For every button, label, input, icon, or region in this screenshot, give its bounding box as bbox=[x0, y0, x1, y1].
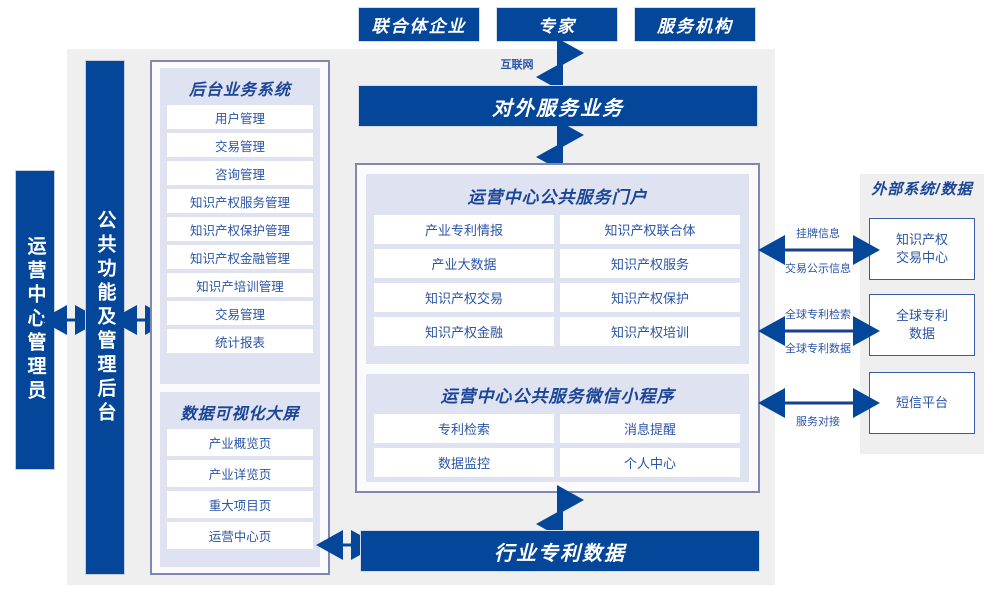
backoffice-item-5[interactable]: 知识产权金融管理 bbox=[167, 245, 313, 269]
service-to-portal-arrow-icon bbox=[536, 120, 584, 172]
backoffice-item-7[interactable]: 交易管理 bbox=[167, 301, 313, 325]
external-connector-2-arrow-icon bbox=[758, 388, 880, 418]
internet-label: 互联网 bbox=[500, 59, 534, 71]
miniprogram-item-3[interactable]: 个人中心 bbox=[560, 448, 740, 477]
dataviz-item-2[interactable]: 重大项目页 bbox=[167, 491, 313, 518]
portal-item-7[interactable]: 知识产权培训 bbox=[560, 317, 740, 346]
miniprogram-group: 运营中心公共服务微信小程序 专利检索 消息提醒 数据监控 个人中心 bbox=[366, 374, 749, 482]
portal-item-5[interactable]: 知识产权保护 bbox=[560, 283, 740, 312]
dataviz-item-0[interactable]: 产业概览页 bbox=[167, 429, 313, 456]
portal-item-0[interactable]: 产业专利情报 bbox=[374, 215, 554, 244]
external-connector-2-label-below: 服务对接 bbox=[796, 416, 840, 428]
external-system-box-0-line2: 交易中心 bbox=[895, 250, 948, 265]
top-actor-box-2: 服务机构 bbox=[634, 7, 756, 42]
top-actor-label-0: 联合体企业 bbox=[371, 17, 467, 36]
portal-item-3[interactable]: 知识产权服务 bbox=[560, 249, 740, 278]
dataviz-group: 数据可视化大屏 产业概览页 产业详览页 重大项目页 运营中心页 bbox=[160, 392, 320, 567]
backoffice-item-8[interactable]: 统计报表 bbox=[167, 329, 313, 353]
top-actor-box-0: 联合体企业 bbox=[358, 7, 480, 42]
external-system-box-1[interactable]: 全球专利 数据 bbox=[869, 294, 975, 356]
left-column-common-backend: 公共功能及管理后台 bbox=[85, 60, 125, 575]
portal-item-6[interactable]: 知识产权金融 bbox=[374, 317, 554, 346]
dataviz-title: 数据可视化大屏 bbox=[180, 406, 300, 423]
top-actor-label-2: 服务机构 bbox=[657, 17, 733, 36]
external-system-box-1-line1: 全球专利 bbox=[895, 308, 948, 324]
external-system-box-2-line1: 短信平台 bbox=[895, 395, 948, 411]
backoffice-item-0[interactable]: 用户管理 bbox=[167, 105, 313, 129]
external-connector-0-arrow-icon bbox=[758, 235, 880, 265]
backoffice-item-1[interactable]: 交易管理 bbox=[167, 133, 313, 157]
external-systems-title: 外部系统/数据 bbox=[871, 181, 973, 198]
dataviz-item-3[interactable]: 运营中心页 bbox=[167, 522, 313, 549]
backoffice-item-4[interactable]: 知识产权保护管理 bbox=[167, 217, 313, 241]
operator-to-backend-arrow-icon bbox=[40, 305, 102, 335]
backend-to-modules-arrow-icon bbox=[110, 305, 172, 335]
backoffice-group: 后台业务系统 用户管理 交易管理 咨询管理 知识产权服务管理 知识产权保护管理 … bbox=[160, 68, 320, 384]
external-system-box-0-line1: 知识产权 bbox=[895, 232, 948, 248]
external-connector-0-label-above: 挂牌信息 bbox=[796, 228, 840, 240]
dataviz-item-1[interactable]: 产业详览页 bbox=[167, 460, 313, 487]
miniprogram-item-2[interactable]: 数据监控 bbox=[374, 448, 554, 477]
miniprogram-item-0[interactable]: 专利检索 bbox=[374, 414, 554, 443]
external-connector-1-label-below: 全球专利数据 bbox=[785, 343, 851, 355]
left-column-common-backend-label: 公共功能及管理后台 bbox=[94, 209, 116, 426]
portal-item-2[interactable]: 产业大数据 bbox=[374, 249, 554, 278]
portal-item-1[interactable]: 知识产权联合体 bbox=[560, 215, 740, 244]
portal-item-4[interactable]: 知识产权交易 bbox=[374, 283, 554, 312]
miniprogram-title: 运营中心公共服务微信小程序 bbox=[440, 387, 675, 406]
industry-data-label: 行业专利数据 bbox=[494, 542, 626, 565]
external-connector-1-label-above: 全球专利检索 bbox=[785, 309, 851, 321]
left-column-operator: 运营中心管理员 bbox=[15, 170, 55, 470]
external-system-box-0[interactable]: 知识产权 交易中心 bbox=[869, 218, 975, 280]
portal-group: 运营中心公共服务门户 产业专利情报 知识产权联合体 产业大数据 知识产权服务 知… bbox=[366, 174, 749, 364]
portal-title: 运营中心公共服务门户 bbox=[467, 188, 648, 207]
top-actor-box-1: 专家 bbox=[496, 7, 618, 42]
portal-to-industry-data-arrow-icon bbox=[536, 485, 584, 539]
backoffice-item-2[interactable]: 咨询管理 bbox=[167, 161, 313, 185]
external-system-box-1-line2: 数据 bbox=[908, 326, 935, 341]
external-connector-1-arrow-icon bbox=[758, 316, 880, 346]
external-service-label: 对外服务业务 bbox=[492, 97, 624, 120]
industry-data-bar: 行业专利数据 bbox=[360, 530, 760, 572]
backoffice-item-3[interactable]: 知识产权服务管理 bbox=[167, 189, 313, 213]
internet-arrow-icon bbox=[536, 38, 584, 92]
miniprogram-item-1[interactable]: 消息提醒 bbox=[560, 414, 740, 443]
top-actor-label-1: 专家 bbox=[538, 17, 576, 36]
modules-to-industry-data-arrow-icon bbox=[316, 530, 378, 560]
left-column-operator-label: 运营中心管理员 bbox=[24, 236, 46, 404]
backoffice-item-6[interactable]: 知识产培训管理 bbox=[167, 273, 313, 297]
external-system-box-2[interactable]: 短信平台 bbox=[869, 372, 975, 434]
backoffice-title: 后台业务系统 bbox=[188, 82, 291, 99]
external-service-bar: 对外服务业务 bbox=[358, 85, 758, 127]
external-connector-0-label-below: 交易公示信息 bbox=[785, 263, 851, 275]
